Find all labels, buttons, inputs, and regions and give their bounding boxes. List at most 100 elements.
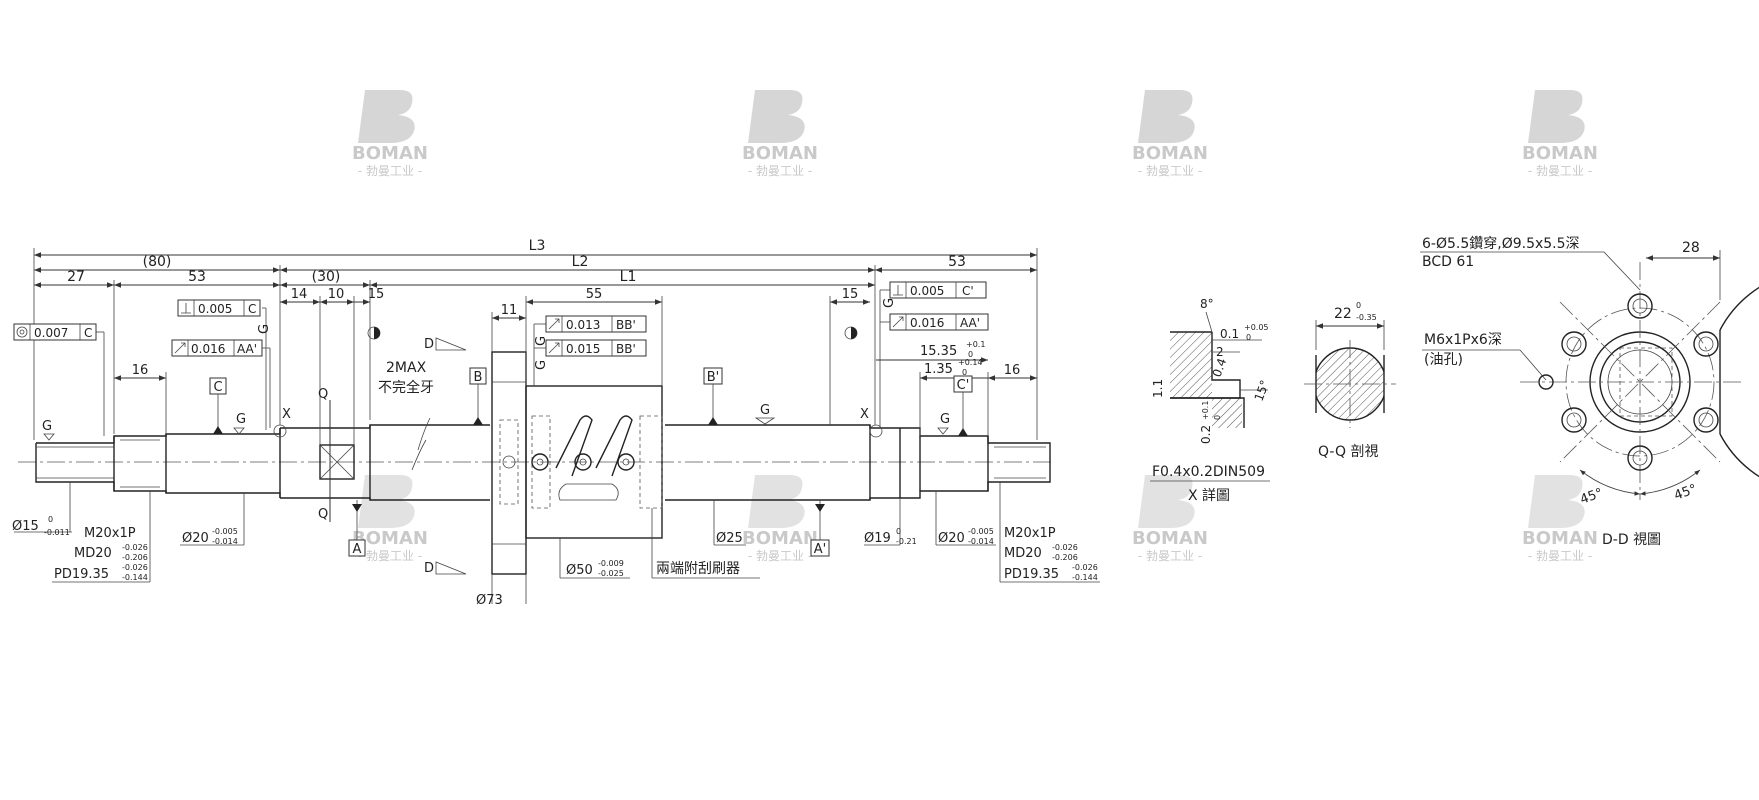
dia-15: Ø15 [12,519,39,534]
pd-left: PD19.35 [54,567,109,582]
marker-d: D [424,561,434,576]
dim-15-left: 15 [368,287,385,302]
dd-oil-hole-note: (油孔) [1424,352,1463,368]
dim-53-right-top: 53 [948,254,966,270]
top-dimension-labels: L3 (80) L2 53 27 53 (30) L1 14 10 15 11 … [67,238,1020,396]
fcf-perp2-value: 0.005 [910,284,944,298]
x-dim-0-1: 0.1 [1220,327,1239,341]
marker-g: G [534,336,549,346]
datum-labels: C B B' C' A A' [209,367,973,557]
dim-15-right: 15 [842,287,859,302]
datum-a-prime: A' [814,542,826,557]
runout-icon [548,318,560,330]
watermark-brand: BOMAN [1132,528,1208,549]
dia-20-left-tol-up: -0.005 [212,527,238,536]
fcf-runout-nut-2: 0.015 BB' [545,339,647,357]
watermark-brand: BOMAN [1132,143,1208,164]
dim-11: 11 [501,303,518,318]
fcf-run3-datum: BB' [616,342,636,356]
md20-right: MD20 [1004,546,1042,561]
dd-bcd: BCD 61 [1422,254,1474,270]
label-2max: 2MAX [386,360,427,376]
x-detail-caption: X 詳圖 [1188,488,1230,504]
md20-left-tol-up: -0.026 [122,543,148,552]
pd-right: PD19.35 [1004,567,1059,582]
x-dim-0-2-tol-up: +0.1 [1201,401,1210,420]
marker-g: G [882,298,897,308]
top-dimensions [33,248,1038,445]
pd-left-tol-up: -0.026 [122,563,148,572]
perpendicularity-icon [893,285,903,296]
dim-15-35: 15.35 [920,344,957,359]
dd-dim-28: 28 [1682,240,1700,256]
main-view: L3 (80) L2 53 27 53 (30) L1 14 10 15 11 … [12,238,1100,608]
dim-15-35-tol-up: +0.1 [966,340,985,349]
marker-x: X [282,407,291,422]
dim-80: (80) [143,254,172,270]
x-dim-1-1: 1.1 [1151,379,1165,398]
x-dim-0-2: 0.2 [1199,425,1213,444]
bottom-left-callouts: Ø15 0 -0.011 M20x1P MD20 -0.026 -0.206 P… [12,482,245,583]
bottom-middle-callouts: Ø73 Ø50 -0.009 -0.025 兩端附刮刷器 Ø25 Ø19 0 -… [476,498,917,608]
dim-l2: L2 [572,254,589,270]
label-incomplete-thread: 不完全牙 [378,379,434,396]
watermark-logo: BOMAN - 勃曼工业 - [1132,90,1208,178]
datum-c-prime: C' [957,378,970,393]
fcf-perp1-datum: C [248,302,256,316]
bottom-right-callouts: Ø20 -0.005 -0.014 M20x1P MD20 -0.026 -0.… [935,482,1100,583]
marker-x: X [860,407,869,422]
dia-20-left: Ø20 [182,531,209,546]
dia-19-tol-lo: -0.21 [896,537,917,546]
marker-g: G [236,412,246,427]
dim-15-35-tol-lo: 0 [968,350,973,359]
runout-icon [174,342,186,354]
x-angle-8: 8° [1200,297,1214,311]
md20-left-tol-lo: -0.206 [122,553,148,562]
dim-27: 27 [67,269,85,285]
marker-q: Q [318,507,328,522]
watermark-logo: BOMAN - 勃曼工业 - [352,475,428,563]
watermark-sub: - 勃曼工业 - [1528,164,1592,178]
fcf-concentricity: 0.007 C [13,323,97,341]
dim-16-left: 16 [132,363,149,378]
marker-q: Q [318,387,328,402]
datum-c: C [213,380,222,395]
dd-oil-hole: M6x1Px6深 [1424,332,1502,348]
dia-20-right-tol-lo: -0.014 [968,537,994,546]
runout-icon [548,342,560,354]
dia-15-tol-up: 0 [48,515,53,524]
qq-dim-tol-lo: -0.35 [1356,313,1377,322]
fcf-run1-value: 0.016 [191,342,225,356]
dim-16-right: 16 [1004,363,1021,378]
watermark-brand: BOMAN [1522,528,1598,549]
md20-right-tol-up: -0.026 [1052,543,1078,552]
dim-53-left: 53 [188,269,206,285]
watermark-logo: BOMAN - 勃曼工业 - [742,90,818,178]
dia-50-tol-up: -0.009 [598,559,624,568]
x-dim-0-1-tol-lo: 0 [1246,333,1251,342]
watermark-sub: - 勃曼工业 - [748,164,812,178]
marker-g: G [534,360,549,370]
x-detail-view: 8° 0.1 +0.05 0 2 0.4 15° 1.1 0.2 +0.1 0 … [1150,297,1272,504]
qq-section-view: 22 0 -0.35 Q-Q 剖視 [1304,301,1396,460]
x-dim-0-1-tol-up: +0.05 [1244,323,1269,332]
watermark-brand: BOMAN [742,143,818,164]
runout-icon [892,316,904,328]
wiper-note: 兩端附刮刷器 [656,561,740,577]
fcf-perpendicularity-right: 0.005 C' [889,281,987,299]
dd-holes-note: 6-Ø5.5鑽穿,Ø9.5x5.5深 [1422,236,1580,252]
dia-50-tol-lo: -0.025 [598,569,624,578]
dim-30: (30) [312,269,341,285]
qq-dim-tol-up: 0 [1356,301,1361,310]
dd-caption: D-D 視圖 [1602,532,1661,548]
fcf-runout-left: 0.016 AA' [171,339,263,357]
dim-14: 14 [291,287,308,302]
qq-dim-22: 22 [1334,306,1352,322]
dia-19-tol-up: 0 [896,527,901,536]
watermark-logo: BOMAN - 勃曼工业 - [742,475,818,563]
fcf-run4-value: 0.016 [910,316,944,330]
wrench-flat [319,400,355,522]
marker-g: G [760,403,770,418]
watermarks: BOMAN - 勃曼工业 - BOMAN - 勃曼工业 - BOMAN - 勃曼… [352,90,1598,563]
